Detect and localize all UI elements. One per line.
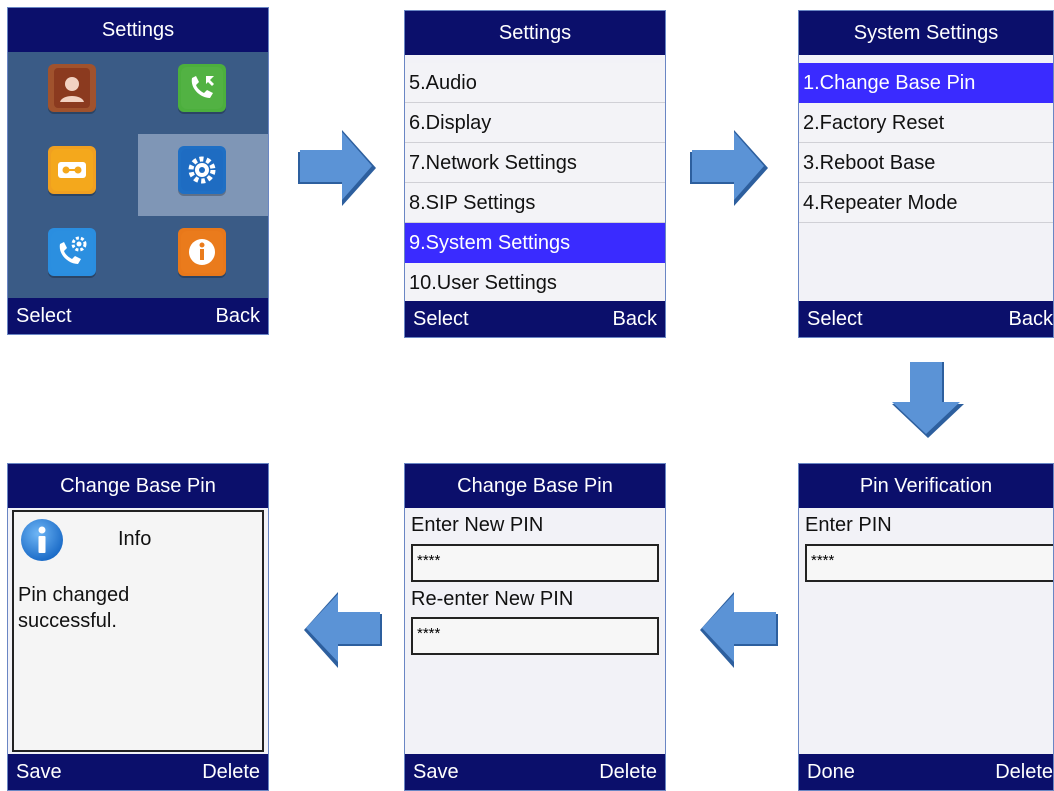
menu-item-system-settings[interactable]: 9.System Settings	[405, 223, 665, 263]
select-softkey[interactable]: Select	[413, 308, 469, 330]
screen-title: System Settings	[799, 11, 1053, 55]
menu-item-reboot-base[interactable]: 3.Reboot Base	[799, 143, 1053, 183]
softkey-bar: Select Back	[799, 301, 1053, 337]
system-settings-screen: System Settings 1.Change Base Pin 2.Fact…	[798, 10, 1054, 338]
menu-item-audio[interactable]: 5.Audio	[405, 63, 665, 103]
screen-title: Settings	[8, 8, 268, 52]
menu-item-repeater-mode[interactable]: 4.Repeater Mode	[799, 183, 1053, 223]
new-pin-input[interactable]: ****	[411, 544, 659, 582]
change-base-pin-info-screen: Change Base Pin Info Pin changed success…	[7, 463, 269, 791]
info-message-line-2: successful.	[18, 610, 117, 632]
arrow-down-icon	[892, 362, 964, 438]
reenter-pin-input[interactable]: ****	[411, 617, 659, 655]
save-softkey[interactable]: Save	[413, 761, 459, 783]
softkey-bar: Done Delete	[799, 754, 1053, 790]
grid-cell-call-features[interactable]	[8, 216, 138, 298]
grid-cell-info[interactable]	[138, 216, 268, 298]
screen-title: Change Base Pin	[405, 464, 665, 508]
back-softkey[interactable]: Back	[215, 305, 260, 327]
grid-cell-settings[interactable]	[138, 134, 268, 216]
grid-cell-voicemail[interactable]	[8, 134, 138, 216]
delete-softkey[interactable]: Delete	[599, 761, 657, 783]
menu-item-user-settings[interactable]: 10.User Settings	[405, 263, 665, 303]
enter-pin-label: Enter PIN	[805, 514, 892, 536]
pin-verification-screen: Pin Verification Enter PIN **** Done Del…	[798, 463, 1054, 791]
info-message-line-1: Pin changed	[18, 584, 130, 606]
softkey-bar: Save Delete	[405, 754, 665, 790]
pin-input[interactable]: ****	[805, 544, 1053, 582]
screen-title: Pin Verification	[799, 464, 1053, 508]
menu-item-change-base-pin[interactable]: 1.Change Base Pin	[799, 63, 1053, 103]
settings-menu-list: 5.Audio 6.Display 7.Network Settings 8.S…	[405, 63, 665, 303]
back-softkey[interactable]: Back	[612, 308, 657, 330]
call-history-icon	[178, 64, 226, 112]
screen-title: Settings	[405, 11, 665, 55]
new-pin-label: Enter New PIN	[411, 514, 544, 536]
softkey-bar: Select Back	[405, 301, 665, 337]
change-base-pin-entry-screen: Change Base Pin Enter New PIN **** Re-en…	[404, 463, 666, 791]
back-softkey[interactable]: Back	[1008, 308, 1053, 330]
app-icon-grid	[8, 52, 268, 298]
select-softkey[interactable]: Select	[807, 308, 863, 330]
softkey-bar: Select Back	[8, 298, 268, 334]
softkey-bar: Save Delete	[8, 754, 268, 790]
screen-title: Change Base Pin	[8, 464, 268, 508]
settings-icon	[178, 146, 226, 194]
delete-softkey[interactable]: Delete	[995, 761, 1053, 783]
system-settings-list: 1.Change Base Pin 2.Factory Reset 3.Rebo…	[799, 63, 1053, 223]
settings-menu-screen: Settings 5.Audio 6.Display 7.Network Set…	[404, 10, 666, 338]
menu-item-display[interactable]: 6.Display	[405, 103, 665, 143]
info-circle-icon	[20, 518, 64, 562]
settings-grid-screen: Settings	[7, 7, 269, 335]
contacts-icon	[48, 64, 96, 112]
grid-cell-call-history[interactable]	[138, 52, 268, 134]
save-softkey[interactable]: Save	[16, 761, 62, 783]
select-softkey[interactable]: Select	[16, 305, 72, 327]
info-icon	[178, 228, 226, 276]
call-features-icon	[48, 228, 96, 276]
arrow-right-icon	[690, 130, 768, 206]
menu-item-factory-reset[interactable]: 2.Factory Reset	[799, 103, 1053, 143]
voicemail-icon	[48, 146, 96, 194]
grid-cell-contacts[interactable]	[8, 52, 138, 134]
arrow-right-icon	[298, 130, 376, 206]
menu-item-sip-settings[interactable]: 8.SIP Settings	[405, 183, 665, 223]
delete-softkey[interactable]: Delete	[202, 761, 260, 783]
arrow-left-icon	[700, 592, 778, 668]
reenter-pin-label: Re-enter New PIN	[411, 588, 574, 610]
info-heading: Info	[118, 528, 152, 550]
done-softkey[interactable]: Done	[807, 761, 855, 783]
menu-item-network-settings[interactable]: 7.Network Settings	[405, 143, 665, 183]
arrow-left-icon	[304, 592, 382, 668]
info-dialog: Info Pin changed successful.	[12, 510, 264, 752]
